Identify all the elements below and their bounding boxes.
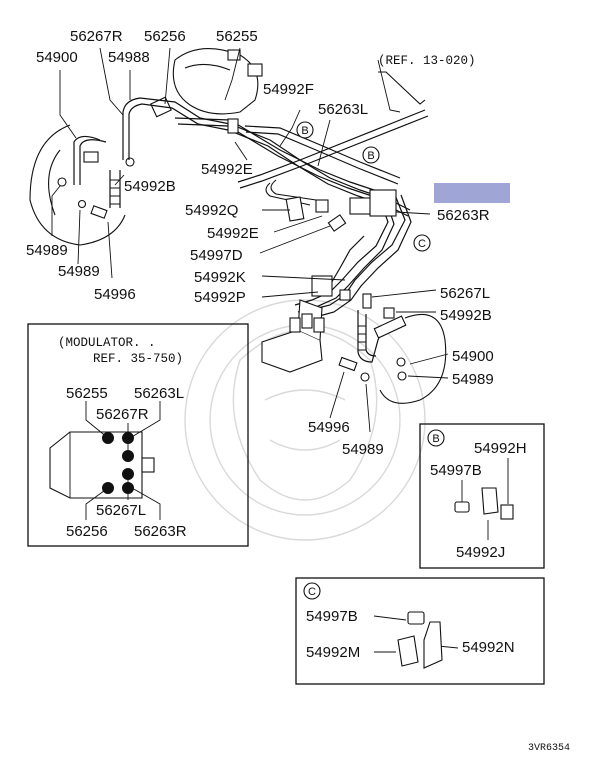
modulator-ref: REF. 35-750) (93, 352, 183, 366)
svg-text:C: C (418, 238, 426, 250)
modulator-title: (MODULATOR. . (58, 336, 156, 350)
svg-text:B: B (432, 433, 439, 445)
label-56263L-top: 56263L (318, 101, 368, 118)
left-brake-disc (29, 124, 135, 246)
label-54992P: 54992P (194, 289, 246, 306)
mod-label-56255: 56255 (66, 385, 108, 402)
svg-text:C: C (308, 586, 316, 598)
inset-b-54992H: 54992H (474, 440, 527, 457)
inset-c-54992M: 54992M (306, 644, 360, 661)
leader-lines (51, 47, 449, 433)
callout-b-mid: B (362, 146, 380, 164)
label-56267R-top: 56267R (70, 28, 123, 45)
mod-label-56267L: 56267L (96, 502, 146, 519)
part-labels: 56267R 56256 56255 54900 54988 (REF. 13-… (26, 28, 494, 458)
label-54992B-left: 54992B (124, 178, 176, 195)
label-54989-a: 54989 (26, 242, 68, 259)
inset-c: C 54997B 54992M 54992N (295, 577, 545, 685)
highlight-box (434, 183, 510, 203)
label-56267L-right: 56267L (440, 285, 490, 302)
label-54989-mid: 54989 (342, 441, 384, 458)
inset-c-54997B: 54997B (306, 608, 358, 625)
label-54992E-b: 54992E (207, 225, 259, 242)
callout-c-mid: C (413, 234, 431, 252)
ref-13-020: (REF. 13-020) (378, 54, 476, 68)
label-54996-left: 54996 (94, 286, 136, 303)
brake-pipe-bundle (122, 97, 429, 319)
label-54996-mid: 54996 (308, 419, 350, 436)
label-56255-top: 56255 (216, 28, 258, 45)
label-54989-right: 54989 (452, 371, 494, 388)
modulator-unit (261, 299, 325, 373)
mod-label-56267R: 56267R (96, 406, 149, 423)
inset-b-54997B: 54997B (430, 462, 482, 479)
label-56263R-top: 56263R (437, 207, 490, 224)
mod-label-56263R: 56263R (134, 523, 187, 540)
label-54992B-right: 54992B (440, 307, 492, 324)
label-56256-top: 56256 (144, 28, 186, 45)
label-54988: 54988 (108, 49, 150, 66)
inset-b-54992J: 54992J (456, 544, 505, 561)
svg-text:B: B (367, 150, 374, 162)
diagram-code: 3VR6354 (528, 743, 570, 754)
mod-label-56256: 56256 (66, 523, 108, 540)
master-cylinder (150, 48, 263, 118)
label-54989-b: 54989 (58, 263, 100, 280)
label-54997D: 54997D (190, 247, 243, 264)
label-54992F: 54992F (263, 81, 314, 98)
label-54992Q: 54992Q (185, 202, 238, 219)
svg-text:B: B (301, 125, 308, 137)
label-54992K: 54992K (194, 269, 246, 286)
callout-b-top: B (296, 121, 314, 139)
label-54900-right: 54900 (452, 348, 494, 365)
inset-c-54992N: 54992N (462, 639, 515, 656)
mod-label-56263L: 56263L (134, 385, 184, 402)
modulator-inset: (MODULATOR. . REF. 35-750) 56255 56263L … (27, 323, 249, 547)
label-54900-left: 54900 (36, 49, 78, 66)
label-54992E-a: 54992E (201, 161, 253, 178)
inset-b: B 54992H 54997B 54992J (419, 423, 545, 569)
